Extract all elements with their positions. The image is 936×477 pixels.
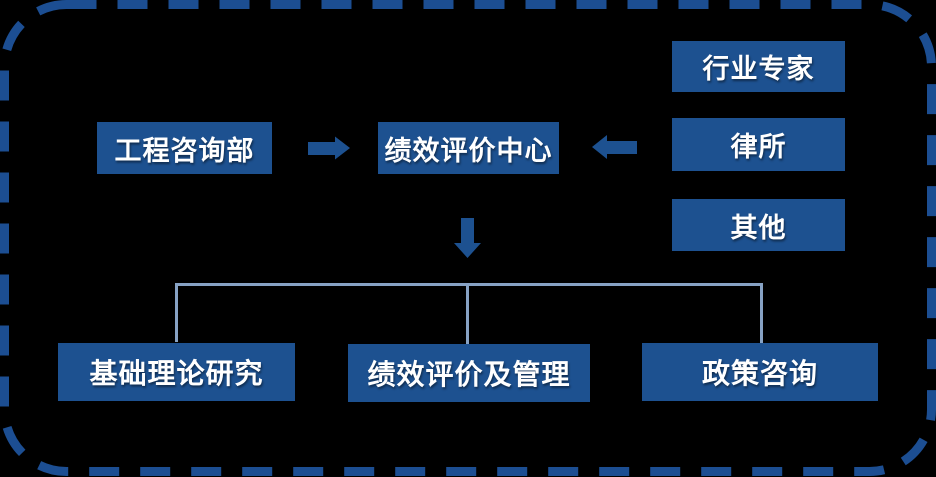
node-performance-evaluation-management: 绩效评价及管理 — [348, 344, 590, 402]
arrow-down-icon — [454, 218, 481, 258]
node-policy-consulting: 政策咨询 — [642, 343, 878, 401]
node-other: 其他 — [672, 199, 845, 251]
node-law-firm: 律所 — [672, 118, 845, 171]
node-engineering-consulting-dept: 工程咨询部 — [97, 122, 272, 174]
node-industry-experts: 行业专家 — [672, 41, 845, 92]
node-performance-evaluation-center: 绩效评价中心 — [378, 122, 559, 174]
node-basic-theory-research: 基础理论研究 — [58, 343, 295, 401]
arrow-right-icon — [308, 136, 350, 160]
connector-lines — [175, 283, 763, 344]
arrow-left-icon — [592, 135, 637, 159]
